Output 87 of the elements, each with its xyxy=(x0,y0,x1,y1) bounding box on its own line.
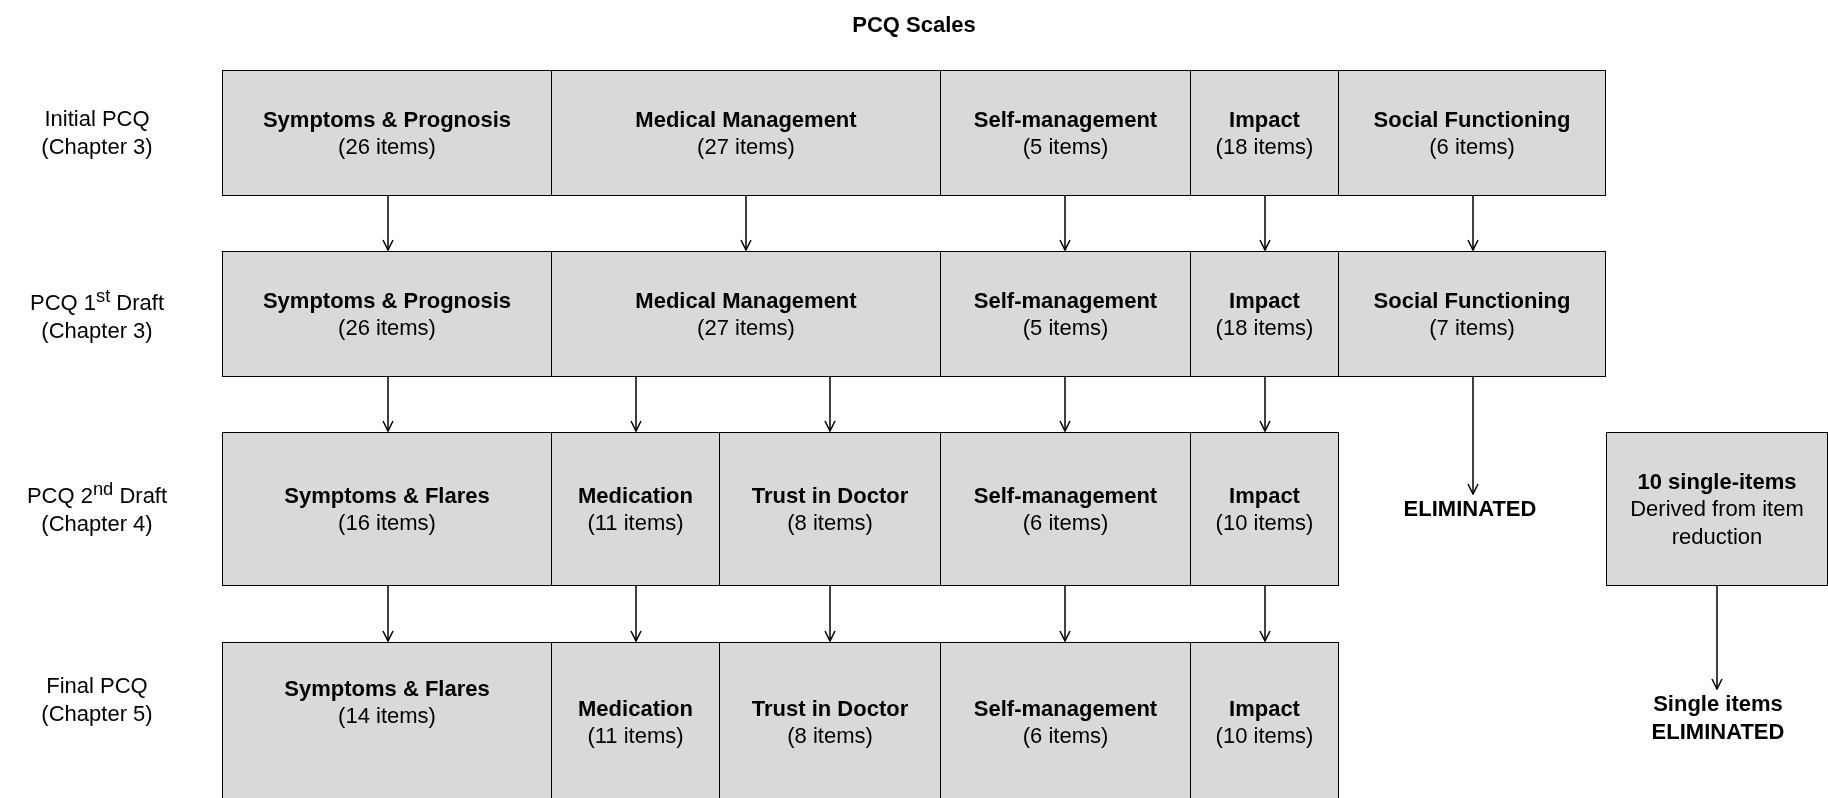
scale-name: Impact xyxy=(1229,694,1300,722)
arrow xyxy=(1259,585,1271,642)
scale-box xyxy=(551,642,720,798)
scale-box xyxy=(1190,251,1339,377)
item-count: (26 items) xyxy=(338,314,436,342)
arrow xyxy=(824,585,836,642)
scale-box xyxy=(1338,70,1606,196)
arrow xyxy=(382,195,394,251)
item-count: (5 items) xyxy=(1022,314,1109,342)
scale-box xyxy=(222,432,552,586)
item-count: (10 items) xyxy=(1215,722,1314,750)
status-text: ELIMINATED xyxy=(1403,495,1537,523)
arrow xyxy=(382,585,394,642)
scale-box xyxy=(940,70,1191,196)
item-count: (6 items) xyxy=(1429,133,1515,161)
item-count: (11 items) xyxy=(587,509,684,537)
arrow xyxy=(1467,195,1479,251)
item-count: (16 items) xyxy=(338,509,436,537)
scale-box xyxy=(1190,70,1339,196)
item-count: (18 items) xyxy=(1215,314,1314,342)
item-count: (18 items) xyxy=(1215,133,1314,161)
scale-name: Social Functioning xyxy=(1373,286,1571,314)
item-count: (11 items) xyxy=(587,722,684,750)
scale-name: Symptoms & Flares xyxy=(284,481,490,509)
scale-box xyxy=(551,432,720,586)
arrow xyxy=(630,376,642,432)
scale-name: Impact xyxy=(1229,481,1300,509)
scale-box xyxy=(1606,432,1828,586)
item-count: (26 items) xyxy=(338,133,436,161)
scale-name: Self-management xyxy=(973,694,1158,722)
arrow xyxy=(824,376,836,432)
scale-name: Medical Management xyxy=(635,105,857,133)
stage-label: PCQ 1$^{st}$ Draft (Chapter 3) xyxy=(28,285,166,345)
scale-box xyxy=(719,432,941,586)
arrow xyxy=(1259,376,1271,432)
scale-box xyxy=(222,251,552,377)
stage-label: Final PCQ (Chapter 5) xyxy=(40,672,154,727)
arrow xyxy=(740,195,752,251)
scale-name: Impact xyxy=(1229,286,1300,314)
diagram-title: PCQ Scales xyxy=(852,12,976,38)
scale-name: Impact xyxy=(1229,105,1300,133)
item-count: (10 items) xyxy=(1215,509,1314,537)
scale-name: Medication xyxy=(578,481,693,509)
scale-box xyxy=(1190,642,1339,798)
item-count: (6 items) xyxy=(1022,509,1109,537)
arrow xyxy=(1467,376,1479,495)
scale-name: Self-management xyxy=(973,286,1158,314)
item-count: Derived from item reduction xyxy=(1629,495,1805,551)
arrow xyxy=(1059,585,1071,642)
scale-box xyxy=(551,251,941,377)
scale-box xyxy=(719,642,941,798)
item-count: (14 items) xyxy=(338,702,436,730)
item-count: (8 items) xyxy=(787,509,873,537)
arrow xyxy=(382,376,394,432)
scale-box xyxy=(1190,432,1339,586)
status-text: Single items ELIMINATED xyxy=(1651,690,1785,745)
arrow xyxy=(1059,376,1071,432)
arrow xyxy=(1259,195,1271,251)
item-count: (8 items) xyxy=(787,722,873,750)
item-count: (7 items) xyxy=(1429,314,1515,342)
stage-label: PCQ 2$^{nd}$ Draft (Chapter 4) xyxy=(25,478,169,538)
scale-box xyxy=(1338,251,1606,377)
scale-box xyxy=(940,642,1191,798)
arrow xyxy=(1711,585,1723,690)
scale-box xyxy=(222,70,552,196)
scale-name: Symptoms & Prognosis xyxy=(262,286,512,314)
scale-name: Medical Management xyxy=(635,286,857,314)
scale-box xyxy=(940,432,1191,586)
stage-label: Initial PCQ (Chapter 3) xyxy=(40,105,154,160)
arrow xyxy=(630,585,642,642)
scale-box xyxy=(551,70,941,196)
scale-name: Medication xyxy=(578,694,693,722)
scale-name: 10 single-items xyxy=(1637,467,1797,496)
item-count: (5 items) xyxy=(1022,133,1109,161)
scale-name: Symptoms & Flares xyxy=(284,674,490,702)
scale-name: Trust in Doctor xyxy=(751,481,909,509)
arrow xyxy=(1059,195,1071,251)
scale-box xyxy=(222,642,552,798)
scale-name: Symptoms & Prognosis xyxy=(262,105,512,133)
scale-name: Self-management xyxy=(973,105,1158,133)
item-count: (27 items) xyxy=(697,133,795,161)
scale-name: Social Functioning xyxy=(1373,105,1571,133)
item-count: (27 items) xyxy=(697,314,795,342)
scale-name: Trust in Doctor xyxy=(751,694,909,722)
scale-name: Self-management xyxy=(973,481,1158,509)
item-count: (6 items) xyxy=(1022,722,1109,750)
scale-box xyxy=(940,251,1191,377)
